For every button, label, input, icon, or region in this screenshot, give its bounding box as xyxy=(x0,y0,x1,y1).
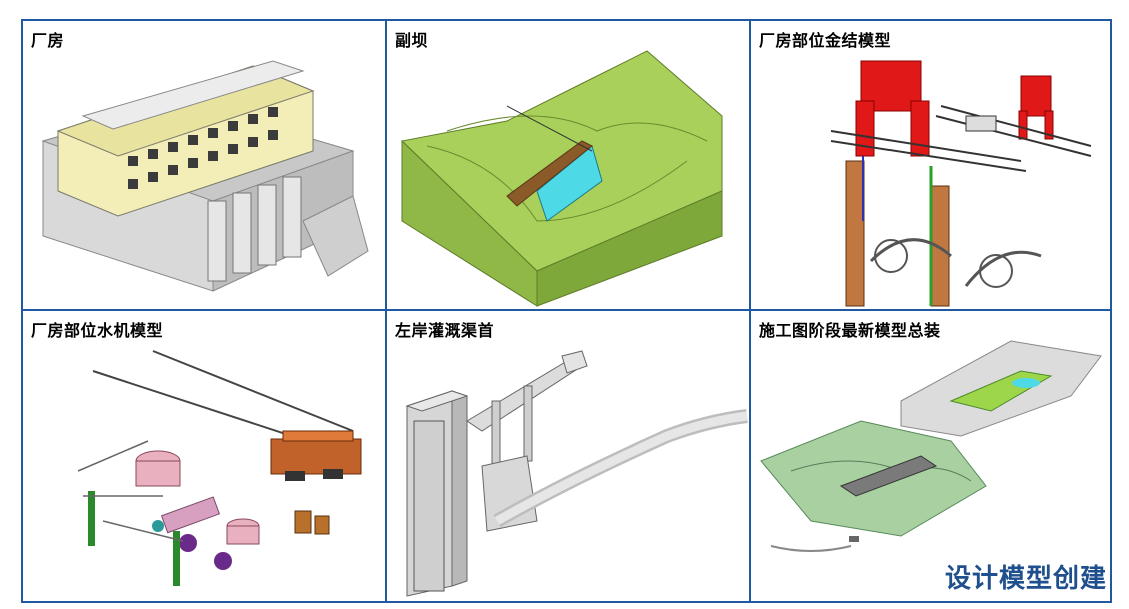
panel-title: 厂房部位金结模型 xyxy=(759,31,892,50)
hydraulic-machinery-model-image xyxy=(77,350,362,586)
panel-title: 施工图阶段最新模型总装 xyxy=(759,321,941,340)
panel-left-bank-irrigation-intake: 左岸灌溉渠首 xyxy=(387,311,751,601)
panel-powerhouse: 厂房 xyxy=(23,21,387,311)
panel-title: 厂房部位水机模型 xyxy=(31,321,164,340)
panel-grid: 厂房 副坝 xyxy=(21,19,1112,603)
powerhouse-model-image xyxy=(41,60,369,292)
metal-structure-model-image xyxy=(830,60,1092,307)
panel-metal-structure: 厂房部位金结模型 xyxy=(751,21,1110,311)
panel-title: 左岸灌溉渠首 xyxy=(395,321,495,340)
panel-title: 厂房 xyxy=(31,31,65,50)
panel-title: 副坝 xyxy=(395,31,429,50)
footer-title: 设计模型创建 xyxy=(944,564,1107,594)
panel-auxiliary-dam: 副坝 xyxy=(387,21,751,311)
irrigation-intake-model-image xyxy=(405,350,748,597)
model-assembly-image xyxy=(760,340,1102,552)
panel-hydraulic-machinery: 厂房部位水机模型 xyxy=(23,311,387,601)
panel-latest-model-assembly: 施工图阶段最新模型总装 xyxy=(751,311,1110,601)
auxiliary-dam-model-image xyxy=(400,50,723,307)
